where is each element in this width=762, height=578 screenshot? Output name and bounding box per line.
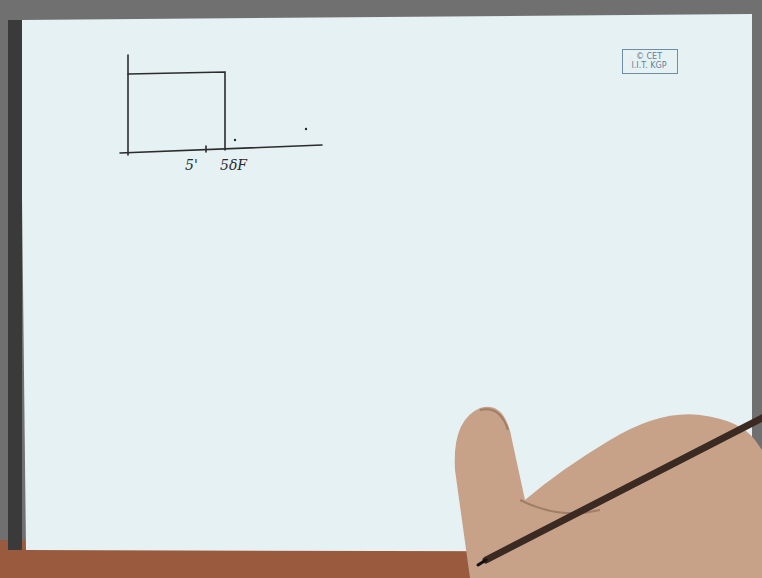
hand xyxy=(455,407,762,578)
vertical-axis xyxy=(127,55,129,155)
rectangular-pulse xyxy=(128,72,225,150)
tick-mark xyxy=(205,146,207,152)
dot xyxy=(305,128,307,130)
hand-with-pencil xyxy=(455,407,762,578)
paper-shadow xyxy=(8,20,22,550)
watermark-text: © CET I.I.T. KGP xyxy=(627,52,671,70)
pencil-tip xyxy=(478,560,486,565)
thumb-nail xyxy=(480,409,508,430)
watermark-box: © CET I.I.T. KGP xyxy=(622,49,678,74)
dot xyxy=(234,139,236,141)
axis-label: 5δF xyxy=(220,158,247,172)
axes-and-pulse xyxy=(120,55,322,155)
axis-label: 5' xyxy=(185,158,198,172)
horizontal-axis xyxy=(120,145,322,153)
pencil xyxy=(486,418,762,560)
